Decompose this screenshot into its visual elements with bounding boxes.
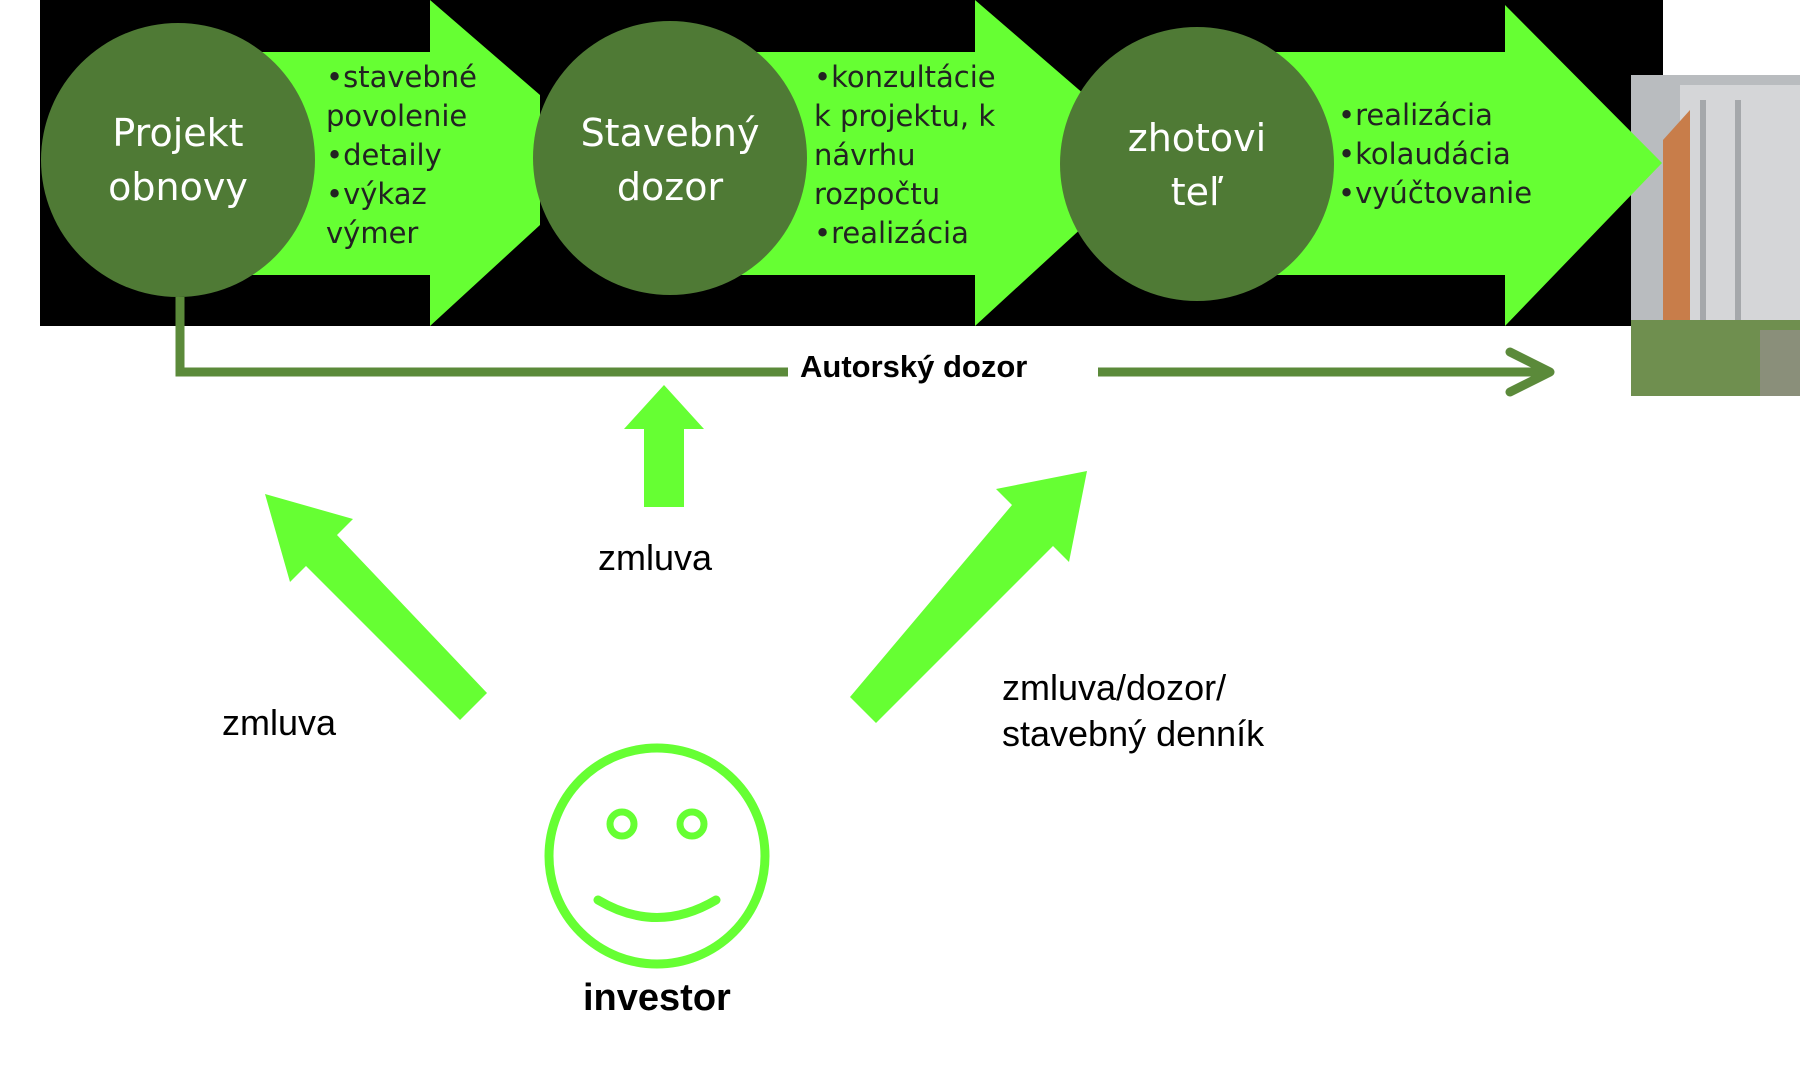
stage-title-line: Projekt [112, 111, 244, 155]
bullet-item: vyúčtovanie [1338, 174, 1598, 213]
contract-arrow-right [850, 471, 1087, 723]
building-photo [1631, 75, 1800, 396]
stage-circle-2 [533, 21, 807, 295]
contract-arrow-left [265, 494, 487, 720]
author-supervision-line [175, 297, 788, 377]
bullet-item: konzultácie k projektu, k návrhu rozpočt… [814, 58, 1004, 214]
stage-title-stavebny-dozor: Stavebný dozor [560, 95, 780, 225]
contract-arrow-middle [624, 385, 704, 507]
stage-circle-3 [1060, 27, 1334, 301]
stage-title-line: teľ [1170, 170, 1224, 214]
author-supervision-arrowhead [1505, 347, 1555, 397]
contract-label-right-line: stavebný denník [1002, 713, 1265, 754]
smiley-face-icon [544, 743, 770, 969]
author-supervision-label: Autorský dozor [800, 349, 1028, 384]
bullet-item: realizácia [814, 214, 1004, 253]
contract-label-right: zmluva/dozor/ stavebný denník [1002, 665, 1264, 757]
contract-label-left: zmluva [222, 702, 337, 743]
contract-label-right-line: zmluva/dozor/ [1002, 667, 1227, 708]
bullet-item: výkaz výmer [326, 175, 496, 253]
bullet-item: kolaudácia [1338, 135, 1598, 174]
stage-bullets-2: konzultácie k projektu, k návrhu rozpočt… [814, 58, 1004, 253]
bullet-item: realizácia [1338, 96, 1598, 135]
stage-title-zhotovitel: zhotovi teľ [1087, 100, 1307, 230]
stage-title-line: obnovy [108, 165, 248, 209]
stage-title-projekt-obnovy: Projekt obnovy [68, 95, 288, 225]
stage-title-line: Stavebný [580, 111, 760, 155]
stage-title-line: dozor [616, 165, 724, 209]
bullet-item: detaily [326, 136, 496, 175]
stage-title-line: zhotovi [1127, 116, 1267, 160]
stage-bullets-3: realizácia kolaudácia vyúčtovanie [1338, 96, 1598, 213]
stage-bullets-1: stavebné povolenie detaily výkaz výmer [326, 58, 496, 253]
contract-label-middle: zmluva [598, 537, 713, 578]
investor-label: investor [583, 977, 731, 1019]
stage-circle-1 [41, 23, 315, 297]
bullet-item: stavebné povolenie [326, 58, 496, 136]
